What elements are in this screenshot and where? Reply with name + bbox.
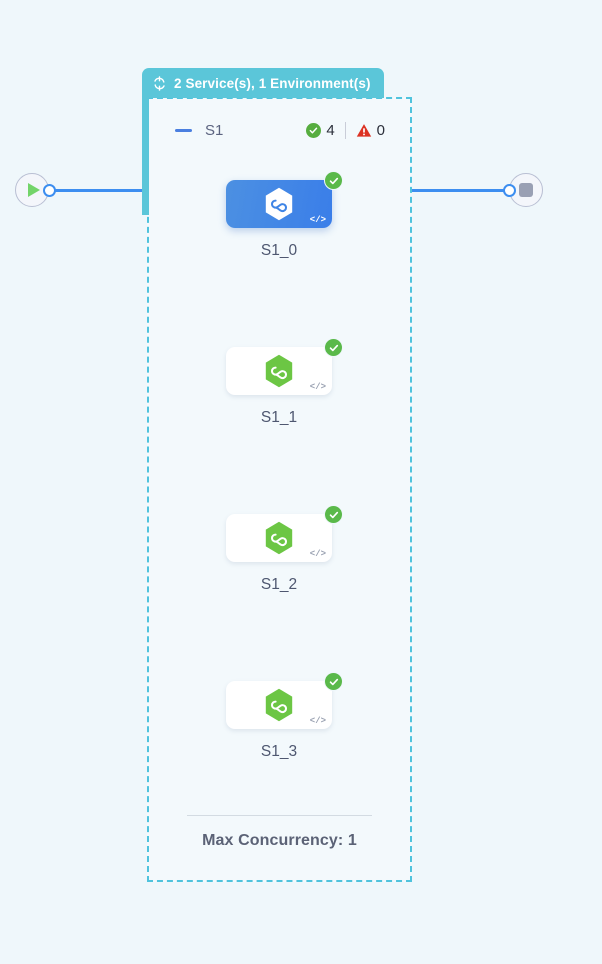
max-concurrency-label: Max Concurrency: 1 — [202, 832, 357, 849]
node-label: S1_3 — [260, 743, 298, 760]
code-icon: </> — [309, 549, 326, 559]
node-s1-1[interactable]: </> S1_1 — [226, 338, 343, 427]
node-hexagon-icon — [265, 688, 293, 722]
node-card[interactable]: </> — [226, 672, 343, 729]
footer-divider — [187, 815, 372, 816]
code-icon: </> — [309, 215, 326, 225]
service-status-counters: 4 0 — [306, 121, 385, 139]
service-name-label: S1 — [205, 121, 224, 139]
node-hexagon-icon — [265, 354, 293, 388]
node-s1-2[interactable]: </> S1_2 — [226, 505, 343, 594]
stop-icon — [519, 183, 533, 197]
check-circle-icon — [324, 338, 343, 357]
end-connector-port[interactable] — [503, 184, 516, 197]
code-icon: </> — [309, 382, 326, 392]
node-card[interactable]: </> — [226, 338, 343, 395]
status-badge-warning: 0 — [356, 122, 385, 139]
success-count: 4 — [326, 121, 335, 139]
node-label: S1_0 — [260, 242, 298, 259]
code-icon: </> — [309, 716, 326, 726]
node-card[interactable]: </> — [226, 171, 343, 228]
node-label: S1_2 — [260, 576, 298, 593]
connector-wire-start — [54, 189, 146, 192]
warning-triangle-icon — [356, 123, 372, 138]
node-label: S1_1 — [260, 409, 298, 426]
group-header-label: 2 Service(s), 1 Environment(s) — [174, 75, 371, 91]
node-hexagon-icon — [265, 521, 293, 555]
minus-collapse-icon[interactable] — [175, 128, 192, 132]
group-header-tab[interactable]: 2 Service(s), 1 Environment(s) — [142, 68, 384, 98]
status-badge-success: 4 — [306, 121, 335, 139]
counter-divider — [344, 121, 346, 139]
node-hexagon-icon — [265, 187, 293, 221]
warning-count: 0 — [376, 121, 385, 139]
service-summary-row: S1 4 0 — [175, 118, 385, 142]
node-s1-3[interactable]: </> S1_3 — [226, 672, 343, 761]
connector-wire-end — [412, 189, 505, 192]
check-circle-icon — [324, 505, 343, 524]
cycle-refresh-icon — [152, 75, 167, 91]
start-connector-port[interactable] — [43, 184, 56, 197]
node-card[interactable]: </> — [226, 505, 343, 562]
node-s1-0[interactable]: </> S1_0 — [226, 171, 343, 260]
play-icon — [28, 183, 40, 197]
group-left-rail — [142, 97, 149, 215]
check-circle-icon — [324, 672, 343, 691]
check-circle-icon — [324, 171, 343, 190]
check-circle-icon — [306, 122, 322, 138]
